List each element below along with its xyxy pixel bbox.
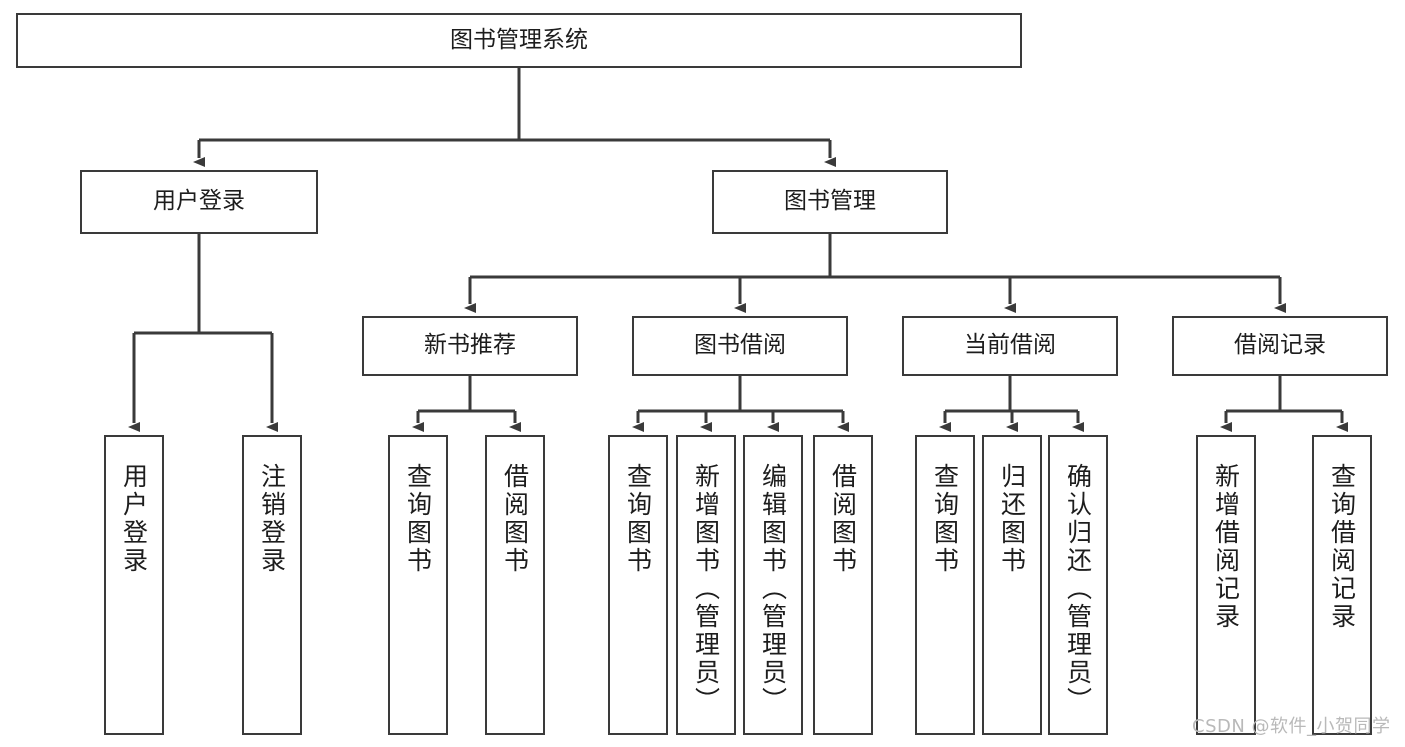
leaf-query-borrow-record-label: 查询借阅记录 (1327, 463, 1357, 631)
leaf-borrow-book[interactable]: 借阅图书 (813, 435, 873, 735)
node-root[interactable]: 图书管理系统 (16, 13, 1022, 68)
leaf-query-borrow-record[interactable]: 查询借阅记录 (1312, 435, 1372, 735)
node-book-borrow-label: 图书借阅 (694, 332, 786, 359)
node-book-manage-label: 图书管理 (784, 188, 876, 215)
leaf-confirm-return-admin-label: 确认归还（管理员） (1063, 463, 1093, 715)
leaf-logout-login[interactable]: 注销登录 (242, 435, 302, 735)
watermark: CSDN @软件_小贺同学 (1192, 716, 1391, 737)
node-book-manage[interactable]: 图书管理 (712, 170, 948, 234)
leaf-edit-book-admin-label: 编辑图书（管理员） (758, 463, 788, 715)
node-root-label: 图书管理系统 (450, 26, 588, 53)
node-borrow-record[interactable]: 借阅记录 (1172, 316, 1388, 376)
node-new-book-recommend-label: 新书推荐 (424, 332, 516, 359)
leaf-add-book-admin-label: 新增图书（管理员） (691, 463, 721, 715)
leaf-add-borrow-record[interactable]: 新增借阅记录 (1196, 435, 1256, 735)
node-new-book-recommend[interactable]: 新书推荐 (362, 316, 578, 376)
node-user-login-label: 用户登录 (153, 188, 245, 215)
leaf-query-book-borrow-label: 查询图书 (623, 463, 653, 575)
node-current-borrow[interactable]: 当前借阅 (902, 316, 1118, 376)
node-current-borrow-label: 当前借阅 (964, 332, 1056, 359)
leaf-user-login-label: 用户登录 (119, 463, 149, 575)
node-book-borrow[interactable]: 图书借阅 (632, 316, 848, 376)
leaf-user-login[interactable]: 用户登录 (104, 435, 164, 735)
leaf-query-book-current-label: 查询图书 (930, 463, 960, 575)
leaf-borrow-book-rec-label: 借阅图书 (500, 463, 530, 575)
leaf-add-book-admin[interactable]: 新增图书（管理员） (676, 435, 736, 735)
leaf-query-book-borrow[interactable]: 查询图书 (608, 435, 668, 735)
leaf-return-book[interactable]: 归还图书 (982, 435, 1042, 735)
node-borrow-record-label: 借阅记录 (1234, 332, 1326, 359)
leaf-edit-book-admin[interactable]: 编辑图书（管理员） (743, 435, 803, 735)
leaf-confirm-return-admin[interactable]: 确认归还（管理员） (1048, 435, 1108, 735)
leaf-query-book-rec[interactable]: 查询图书 (388, 435, 448, 735)
leaf-return-book-label: 归还图书 (997, 463, 1027, 575)
node-user-login[interactable]: 用户登录 (80, 170, 318, 234)
leaf-logout-login-label: 注销登录 (257, 463, 287, 575)
leaf-query-book-rec-label: 查询图书 (403, 463, 433, 575)
leaf-borrow-book-label: 借阅图书 (828, 463, 858, 575)
leaf-add-borrow-record-label: 新增借阅记录 (1211, 463, 1241, 631)
leaf-query-book-current[interactable]: 查询图书 (915, 435, 975, 735)
leaf-borrow-book-rec[interactable]: 借阅图书 (485, 435, 545, 735)
